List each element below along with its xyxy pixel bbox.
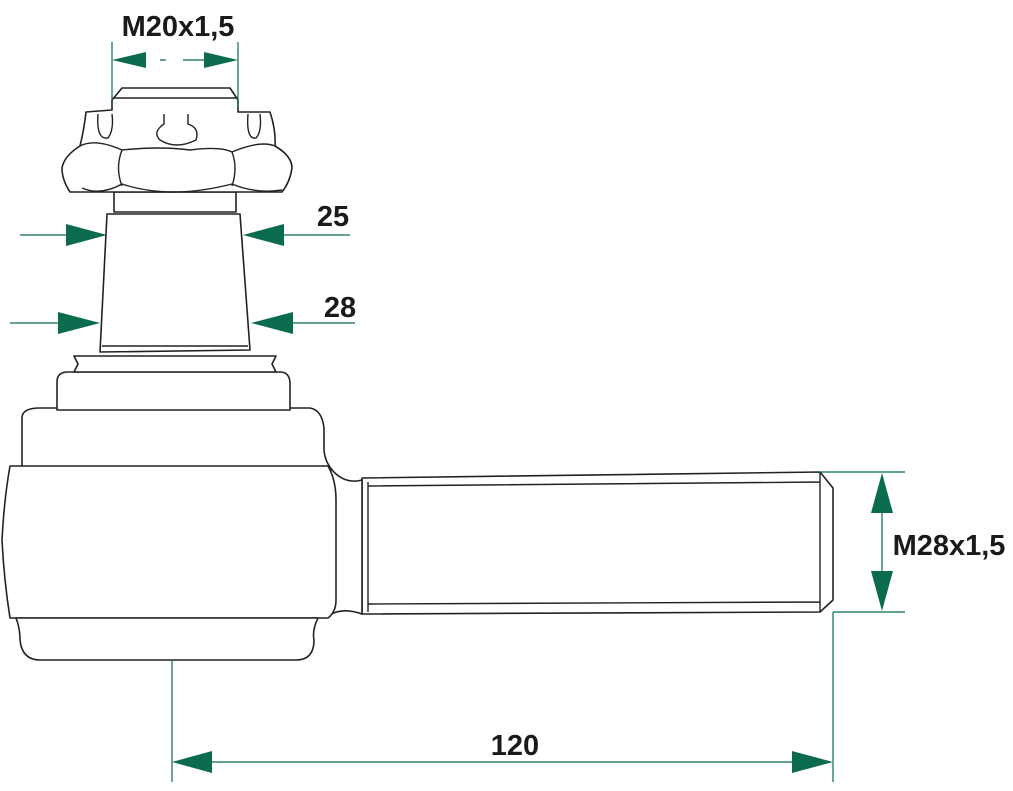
taper-stud [99, 213, 251, 353]
housing-lower [15, 617, 319, 661]
arrow-right-icon [204, 52, 238, 68]
arrow-up-icon [871, 473, 893, 513]
arrow-right-icon [66, 224, 107, 246]
arrow-left-icon [251, 312, 293, 334]
dimension-taper-large: 28 [10, 292, 356, 334]
arrow-right-icon [792, 751, 833, 773]
housing-upper [21, 407, 333, 471]
arrow-right-icon [58, 312, 100, 334]
label-top-thread: M20x1,5 [122, 11, 235, 43]
housing-middle [1, 465, 337, 619]
arrow-left-icon [172, 751, 212, 773]
label-shaft-thread: M28x1,5 [893, 530, 1006, 562]
castle-nut [61, 87, 293, 193]
label-taper-large: 28 [324, 292, 356, 324]
dimension-length: 120 [171, 612, 834, 782]
dimension-shaft-thread: M28x1,5 [820, 471, 1006, 613]
flange-ring [73, 355, 277, 373]
label-taper-small: 25 [317, 201, 349, 233]
arrow-down-icon [871, 571, 893, 611]
collar [113, 191, 237, 213]
dimension-top-thread: M20x1,5 [111, 11, 239, 108]
arrow-left-icon [112, 52, 146, 68]
arrow-left-icon [243, 224, 284, 246]
label-length: 120 [491, 730, 539, 762]
tie-rod-end [1, 87, 834, 661]
threaded-shaft [361, 471, 834, 615]
flange [56, 371, 291, 411]
dimension-taper-small: 25 [20, 201, 350, 246]
